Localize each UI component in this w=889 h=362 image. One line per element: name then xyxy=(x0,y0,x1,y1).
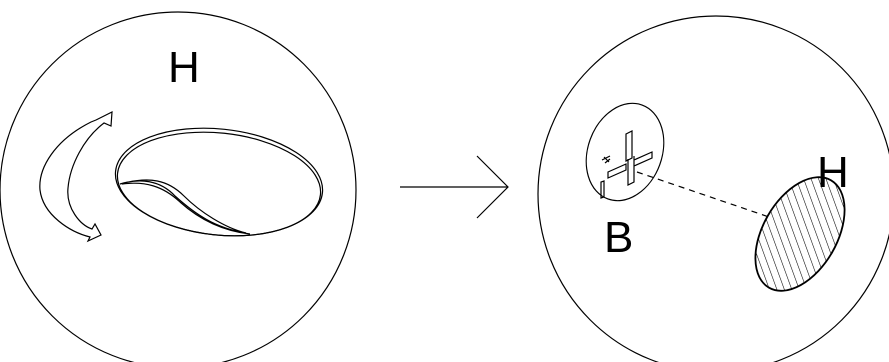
cross-symbol-icon xyxy=(600,130,653,199)
left-panel: H xyxy=(0,11,357,362)
curved-rotation-arrow-icon xyxy=(39,110,113,243)
left-sphere xyxy=(0,11,357,362)
twisted-disk xyxy=(114,127,324,237)
left-label-h: H xyxy=(168,43,200,92)
right-arrow-icon xyxy=(400,155,509,219)
hatched-ellipse xyxy=(754,176,846,292)
dashed-connector xyxy=(636,171,773,219)
right-sphere xyxy=(537,15,889,362)
right-label-b: B xyxy=(604,213,633,262)
cross-defect-oval xyxy=(585,102,665,202)
right-panel: H B xyxy=(537,15,889,362)
